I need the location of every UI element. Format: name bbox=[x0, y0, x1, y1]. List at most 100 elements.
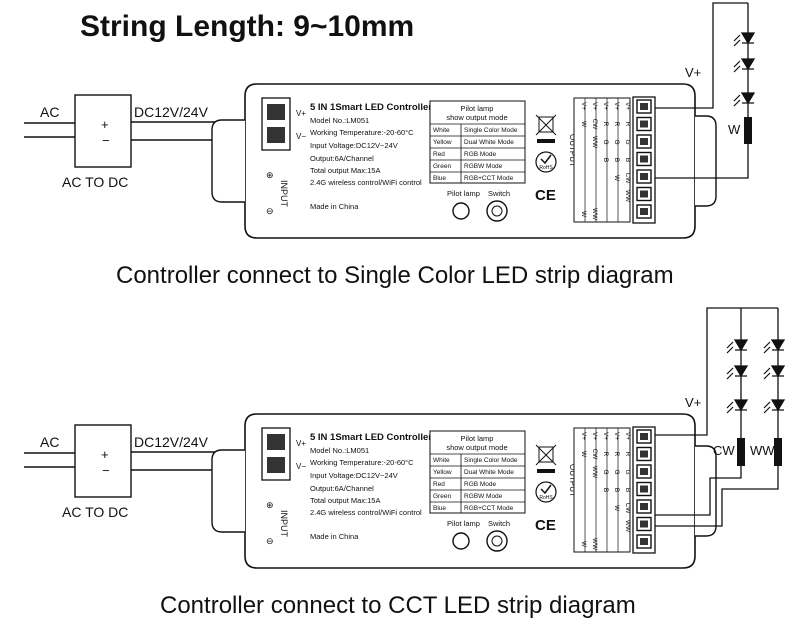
mode-switch-inner bbox=[491, 205, 503, 217]
output-cell: V+ bbox=[591, 102, 598, 110]
resistor bbox=[744, 117, 752, 144]
output-cell: W bbox=[580, 121, 587, 128]
left-mount-tab bbox=[211, 449, 245, 533]
pilot-header: show output mode bbox=[446, 443, 507, 452]
mode-name: RGBW Mode bbox=[464, 493, 503, 500]
output-cell: V+ bbox=[624, 432, 631, 440]
pilot-header: Pilot lamp bbox=[461, 434, 494, 443]
light-ray-icon bbox=[763, 341, 771, 354]
controller: V+ V− INPUT ⊕ ⊖ 5 IN 1Smart LED Controll… bbox=[211, 83, 717, 239]
input-polarity-plus: ⊕ bbox=[266, 170, 274, 180]
output-cell: WW bbox=[591, 136, 598, 149]
psu-minus: − bbox=[102, 463, 110, 478]
output-cell: R bbox=[624, 122, 631, 127]
mode-name: RGB Mode bbox=[464, 481, 497, 488]
right-mount-tab bbox=[695, 445, 717, 537]
output-screw-head bbox=[640, 485, 648, 493]
spec-line: Total output Max:15A bbox=[310, 496, 380, 505]
switch-label: Switch bbox=[488, 519, 510, 528]
resistor-cw bbox=[737, 438, 745, 466]
svg-text:⊕: ⊕ bbox=[266, 500, 274, 510]
mode-name: Dual White Mode bbox=[464, 469, 514, 476]
led-chain-cw bbox=[726, 339, 749, 414]
mode-name: RGBW Mode bbox=[464, 163, 503, 170]
output-cell: W bbox=[613, 175, 620, 182]
ac-label: AC bbox=[40, 104, 59, 120]
pilot-lamp-label: Pilot lamp bbox=[447, 189, 480, 198]
strip-wire-vplus bbox=[655, 2, 748, 109]
led-icon bbox=[733, 339, 749, 352]
controller: V+ V− INPUT ⊕ ⊖ 5 IN 1Smart LED Controll… bbox=[211, 413, 717, 569]
input-screw-2 bbox=[267, 127, 285, 143]
output-label: OUTPUT bbox=[568, 134, 577, 167]
light-ray-icon bbox=[726, 401, 734, 414]
input-polarity-minus: ⊖ bbox=[266, 206, 274, 216]
input-label: INPUT bbox=[279, 180, 289, 208]
output-screw-head bbox=[640, 103, 648, 110]
light-ray-icon bbox=[763, 401, 771, 414]
spec-line: Model No.:LM051 bbox=[310, 116, 369, 125]
svg-text:RoHS: RoHS bbox=[539, 495, 553, 501]
output-cell: W bbox=[580, 211, 587, 218]
output-cell: R bbox=[624, 452, 631, 457]
weee-icon bbox=[535, 444, 557, 473]
output-screws bbox=[636, 429, 652, 549]
input-label: INPUT bbox=[279, 510, 289, 538]
ce-mark: CE bbox=[535, 187, 556, 204]
spec-line: 2.4G wireless control/WiFi control bbox=[310, 508, 422, 517]
caption-single-color: Controller connect to Single Color LED s… bbox=[116, 262, 674, 289]
spec-line: Input Voltage:DC12V~24V bbox=[310, 471, 398, 480]
led-icon bbox=[770, 399, 786, 412]
psu-box bbox=[74, 424, 132, 498]
output-cell: W bbox=[580, 451, 587, 458]
rohs-icon: RoHS bbox=[535, 481, 557, 503]
cct-strip: V+ CW WW bbox=[655, 307, 786, 527]
output-cell: R bbox=[602, 122, 609, 127]
strip-wire-cw bbox=[655, 465, 742, 516]
switch-label: Switch bbox=[488, 189, 510, 198]
output-screw-head bbox=[640, 155, 648, 163]
mode-name: Single Color Mode bbox=[464, 127, 518, 134]
output-cell: V+ bbox=[602, 102, 609, 110]
mode-color: Green bbox=[433, 493, 451, 500]
output-cell: B bbox=[602, 488, 609, 492]
output-cell: B bbox=[602, 158, 609, 162]
input-vplus: V+ bbox=[296, 109, 306, 118]
input-vminus: V− bbox=[296, 462, 306, 471]
spec-line: Model No.:LM051 bbox=[310, 446, 369, 455]
mode-color: Green bbox=[433, 163, 451, 170]
ac-label: AC bbox=[40, 434, 59, 450]
input-vminus: V− bbox=[296, 132, 306, 141]
output-cell: WW bbox=[591, 466, 598, 479]
output-cell: V+ bbox=[624, 102, 631, 110]
spec-line: 2.4G wireless control/WiFi control bbox=[310, 178, 422, 187]
mode-color: White bbox=[433, 457, 450, 464]
psu-plus: + bbox=[101, 447, 109, 462]
mode-color: Red bbox=[433, 151, 445, 158]
led-icon bbox=[733, 399, 749, 412]
input-screw-1 bbox=[267, 104, 285, 120]
strip-vplus-label: V+ bbox=[685, 395, 701, 410]
light-ray-icon bbox=[726, 341, 734, 354]
output-cell: G bbox=[613, 469, 620, 474]
power-supply: AC + − DC12V/24V AC TO DC bbox=[24, 424, 268, 520]
psu-minus: − bbox=[102, 133, 110, 148]
output-screw-head bbox=[640, 450, 648, 458]
power-supply: AC + − DC12V/24V AC TO DC bbox=[24, 94, 268, 190]
diagram-single-color: AC + − DC12V/24V AC TO DC V+ V− INPUT ⊕ … bbox=[24, 2, 756, 289]
mode-name: Dual White Mode bbox=[464, 139, 514, 146]
output-cell: W bbox=[613, 505, 620, 512]
light-ray-icon bbox=[733, 60, 741, 73]
output-cell: W bbox=[580, 541, 587, 548]
output-cell: B bbox=[624, 488, 631, 492]
psu-box bbox=[74, 94, 132, 168]
output-cell: R bbox=[613, 452, 620, 457]
output-cell: G bbox=[613, 139, 620, 144]
output-cell: CW bbox=[624, 503, 631, 515]
output-cell: V+ bbox=[613, 432, 620, 440]
spec-line: Working Temperature:-20-60°C bbox=[310, 458, 414, 467]
output-cell: V+ bbox=[580, 432, 587, 440]
left-mount-tab bbox=[211, 119, 245, 203]
